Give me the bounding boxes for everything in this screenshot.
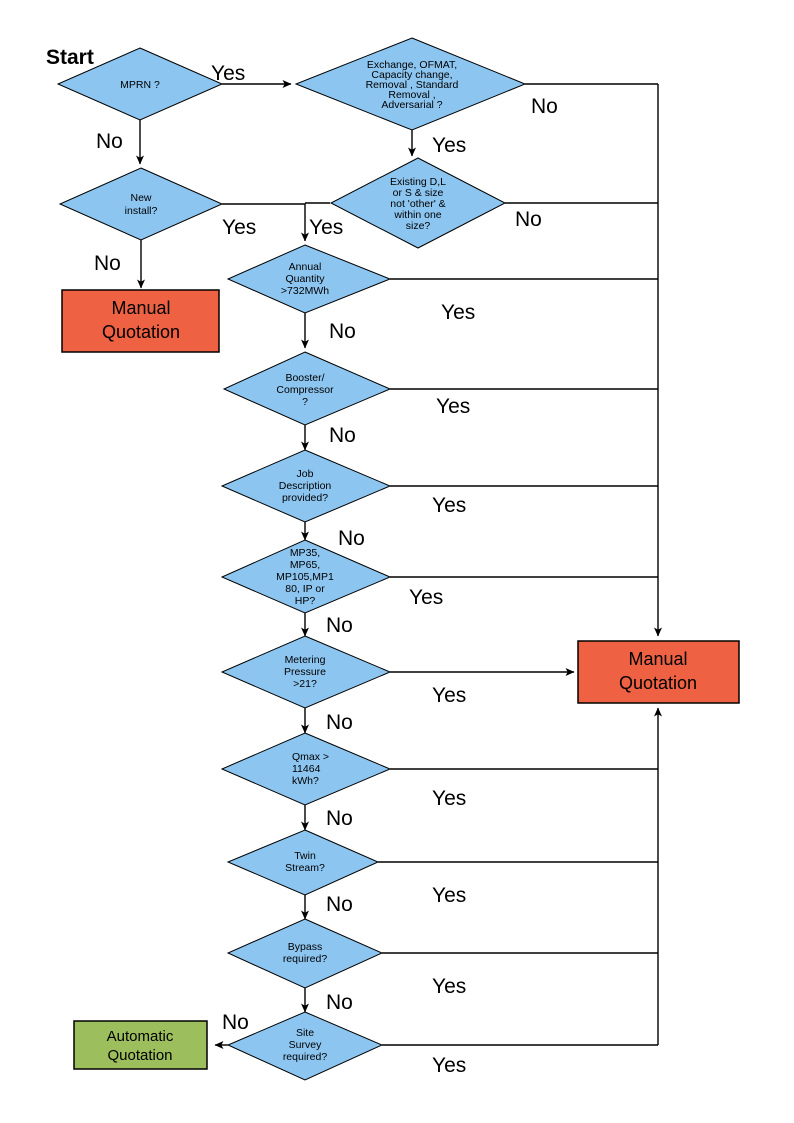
node-existing-line4: within one [393, 209, 441, 221]
manual-left-line1: Manual [111, 298, 170, 318]
node-jobdesc-line1: Job [297, 468, 314, 480]
node-bypass[interactable]: Bypass required? [226, 918, 384, 989]
label-existing-yes: Yes [309, 216, 343, 239]
node-qmax-line1: Qmax > [292, 751, 329, 763]
node-newinstall-line2: install? [125, 205, 158, 217]
node-twin-line1: Twin [294, 850, 316, 862]
node-twin[interactable]: Twin Stream? [226, 829, 380, 896]
label-metering-yes: Yes [432, 684, 466, 707]
start-label: Start [46, 46, 94, 69]
node-automatic-quotation[interactable]: Automatic Quotation [73, 1020, 208, 1070]
node-mprn-label: MPRN ? [120, 79, 160, 91]
node-existing[interactable]: Existing D,L or S & size not 'other' & w… [329, 157, 507, 249]
node-bypass-line2: required? [283, 953, 328, 965]
node-exchange[interactable]: Exchange, OFMAT, Capacity change, Remova… [294, 37, 527, 131]
label-booster-no: No [329, 424, 356, 447]
node-metering[interactable]: Metering Pressure >21? [220, 635, 392, 709]
node-exchange-line1: Exchange, OFMAT, [367, 59, 457, 71]
manual-right-line2: Quotation [619, 673, 697, 693]
node-booster-line2: Compressor [276, 384, 334, 396]
node-existing-line2: or S & size [393, 187, 444, 199]
node-layer: MPRN ? Exchange, OFMAT, Capacity change,… [56, 37, 740, 1081]
node-annual-line1: Annual [289, 261, 322, 273]
label-sitesurvey-no: No [222, 1011, 249, 1034]
node-bypass-line1: Bypass [288, 941, 322, 953]
node-sitesurvey-line3: required? [283, 1051, 328, 1063]
node-exchange-line5: Adversarial ? [381, 99, 442, 111]
label-qmax-no: No [326, 807, 353, 830]
node-qmax-line2: 11464 [292, 763, 321, 775]
label-mprn-no: No [96, 130, 123, 153]
automatic-line2: Quotation [107, 1047, 172, 1064]
node-sitesurvey-line2: Survey [289, 1039, 322, 1051]
label-sitesurvey-yes: Yes [432, 1054, 466, 1077]
node-annual-line3: >732MWh [281, 285, 329, 297]
manual-left-line2: Quotation [102, 322, 180, 342]
node-qmax-line3: kWh? [292, 775, 319, 787]
label-newinstall-no: No [94, 252, 121, 275]
node-mpcodes-line4: 80, IP or [285, 583, 325, 595]
node-sitesurvey-line1: Site [296, 1027, 314, 1039]
label-jobdesc-yes: Yes [432, 494, 466, 517]
node-exchange-line3: Removal , Standard [366, 79, 459, 91]
label-booster-yes: Yes [436, 395, 470, 418]
node-annual[interactable]: Annual Quantity >732MWh [226, 244, 392, 314]
node-jobdesc-line3: provided? [282, 492, 328, 504]
node-newinstall[interactable]: New install? [58, 167, 224, 241]
label-layer: Start Yes No No Yes Yes No Yes No Yes No… [46, 46, 558, 1077]
node-existing-line3: not 'other' & [390, 198, 445, 210]
node-twin-line2: Stream? [285, 862, 325, 874]
node-booster[interactable]: Booster/ Compressor ? [222, 351, 392, 426]
node-qmax[interactable]: Qmax > 11464 kWh? [220, 732, 392, 806]
label-annual-yes: Yes [441, 301, 475, 324]
node-jobdesc-line2: Description [279, 480, 332, 492]
node-booster-line1: Booster/ [285, 372, 324, 384]
label-twin-yes: Yes [432, 884, 466, 907]
node-mprn[interactable]: MPRN ? [56, 47, 224, 121]
label-bypass-yes: Yes [432, 975, 466, 998]
label-exchange-yes: Yes [432, 134, 466, 157]
label-annual-no: No [329, 320, 356, 343]
label-mprn-yes: Yes [211, 62, 245, 85]
label-existing-no: No [515, 208, 542, 231]
node-manual-quotation-right[interactable]: Manual Quotation [577, 640, 740, 704]
manual-right-line1: Manual [628, 649, 687, 669]
label-twin-no: No [326, 893, 353, 916]
node-metering-line2: Pressure [284, 666, 326, 678]
node-exchange-line2: Capacity change, [371, 69, 452, 81]
node-exchange-line4: Removal , [388, 89, 435, 101]
node-mpcodes-line5: HP? [295, 595, 316, 607]
node-existing-line1: Existing D,L [390, 176, 446, 188]
node-existing-line5: size? [406, 220, 431, 232]
node-booster-line3: ? [302, 396, 308, 408]
label-metering-no: No [326, 711, 353, 734]
automatic-line1: Automatic [107, 1028, 174, 1045]
label-mpcodes-yes: Yes [409, 586, 443, 609]
label-qmax-yes: Yes [432, 787, 466, 810]
label-mpcodes-no: No [326, 614, 353, 637]
node-sitesurvey[interactable]: Site Survey required? [226, 1011, 384, 1081]
node-mpcodes[interactable]: MP35, MP65, MP105,MP1 80, IP or HP? [220, 539, 392, 614]
label-jobdesc-no: No [338, 527, 365, 550]
node-mpcodes-line3: MP105,MP1 [276, 571, 334, 583]
label-exchange-no: No [531, 95, 558, 118]
node-mpcodes-line1: MP35, [290, 547, 320, 559]
node-metering-line1: Metering [285, 654, 326, 666]
label-newinstall-yes: Yes [222, 216, 256, 239]
edge-newinstall-yes [222, 203, 309, 242]
node-metering-line3: >21? [293, 678, 317, 690]
connector-layer [136, 80, 662, 1049]
node-annual-line2: Quantity [285, 273, 325, 285]
node-jobdesc[interactable]: Job Description provided? [220, 449, 392, 523]
node-mpcodes-line2: MP65, [290, 559, 320, 571]
node-manual-quotation-left[interactable]: Manual Quotation [61, 289, 220, 353]
label-bypass-no: No [326, 991, 353, 1014]
node-newinstall-line1: New [130, 192, 151, 204]
